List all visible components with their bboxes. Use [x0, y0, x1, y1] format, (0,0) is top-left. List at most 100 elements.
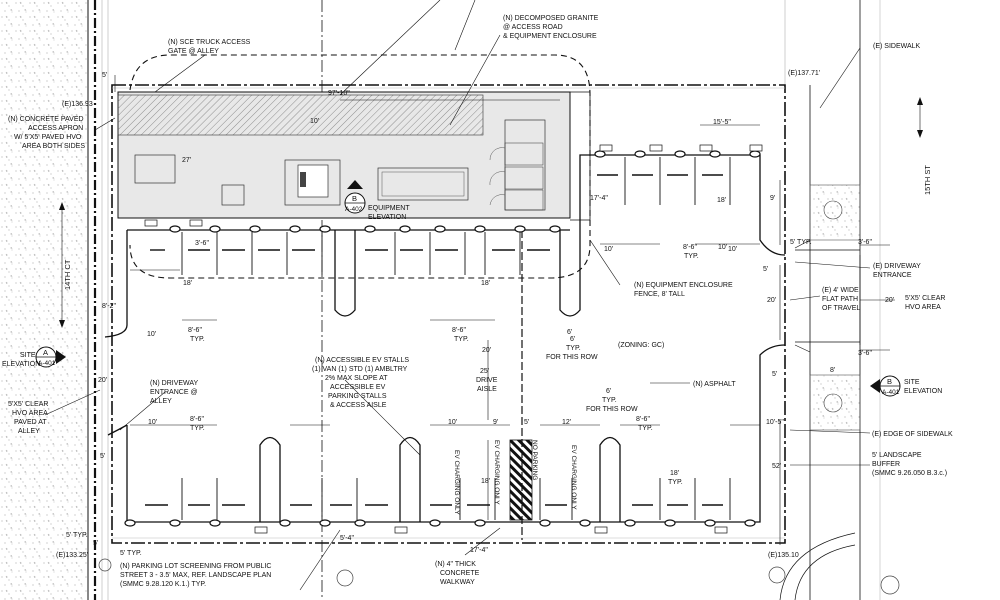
dim-5typ-c: 5' TYP.	[120, 550, 142, 557]
callout-sheet-b: A-401	[882, 389, 900, 396]
note-ev-2: (1) VAN (1) STD (1) AMBLTRY	[312, 366, 408, 373]
dim-typ-e: TYP.	[638, 425, 653, 432]
site-elevation-label-left: SITE	[20, 352, 36, 359]
note-granite-3: & EQUIPMENT ENCLOSURE	[503, 33, 597, 40]
dim-5-b: 5'	[763, 266, 768, 273]
dim-typ-c: TYP.	[454, 336, 469, 343]
note-sidewalk: (E) SIDEWALK	[873, 43, 921, 50]
note-hvo-left-1: 5'X5' CLEAR	[8, 401, 48, 408]
note-row1-2: TYP.	[566, 345, 581, 352]
annotations: (N) SCE TRUCK ACCESS GATE @ ALLEY (N) DE…	[8, 15, 953, 588]
note-zoning: (ZONING: GC)	[618, 342, 664, 349]
equipment-elevation-label-2: ELEVATION	[368, 214, 406, 221]
dim-8-6-d: 8'-6"	[190, 416, 204, 423]
dim-8-6-a: 8'-6"	[683, 244, 697, 251]
note-apron-3: W/ 5'X5' PAVED HVO	[14, 134, 82, 141]
note-hvo-left-2: HVO AREA	[12, 410, 48, 417]
street-sidewalk-lines	[779, 0, 881, 600]
callout-sheet-a: A-401	[38, 360, 56, 367]
note-hvo-right-2: HVO AREA	[905, 304, 941, 311]
equipment-elevation-label: EQUIPMENT	[368, 205, 410, 212]
street-14th: 14TH CT	[63, 259, 72, 290]
dim-12: 12'	[562, 419, 571, 426]
dim-10-f: 10'	[448, 419, 457, 426]
note-apron-2: ACCESS APRON	[28, 125, 83, 132]
dim-5-c: 5'	[772, 371, 777, 378]
note-granite-2: @ ACCESS ROAD	[503, 24, 563, 31]
dim-18-c: 18'	[481, 280, 490, 287]
note-flat-3: OF TRAVEL	[822, 305, 860, 312]
note-flat-2: FLAT PATH	[822, 296, 858, 303]
dim-3-6-b: 3'-6"	[858, 350, 872, 357]
note-screening-3: (SMMC 9.28.120 K.1.) TYP.	[120, 581, 206, 588]
dim-17-4-b: 17'-4"	[470, 547, 488, 554]
note-row1-1: 6'	[570, 336, 575, 343]
note-drive-aisle-3: AISLE	[477, 386, 497, 393]
dim-3-6-a: 3'-6"	[858, 239, 872, 246]
note-row2-1: 6'	[606, 388, 611, 395]
elev-sw: (E)133.25'	[56, 552, 88, 559]
note-hvo-left-4: ALLEY	[18, 428, 40, 435]
dim-20-d: 20'	[482, 347, 491, 354]
elev-ne: (E)137.71'	[788, 70, 820, 77]
dimension-labels: 5' 97'-10" 10' 27' 15'-5" 17'-4" 18' 9' …	[66, 72, 894, 557]
note-ev-5: PARKING STALLS	[328, 393, 387, 400]
dim-17-4: 17'-4"	[590, 195, 608, 202]
dim-typ-a: TYP.	[684, 253, 699, 260]
elev-se: (E)135.10	[768, 552, 799, 559]
dim-8-2: 8'-2"	[102, 303, 116, 310]
note-hvo-right-1: 5'X5' CLEAR	[905, 295, 945, 302]
street-direction-arrows	[59, 97, 923, 328]
dim-15-5: 15'-5"	[713, 119, 731, 126]
callout-letter-a: A	[43, 348, 48, 357]
note-ev-1: (N) ACCESSIBLE EV STALLS	[315, 357, 409, 364]
dim-typ-b: TYP.	[190, 336, 205, 343]
dim-20-a: 20'	[767, 297, 776, 304]
note-fence-1: (N) EQUIPMENT ENCLOSURE	[634, 282, 733, 289]
dim-10-c: 10'	[728, 246, 737, 253]
note-asphalt: (N) ASPHALT	[693, 381, 736, 388]
note-fence-2: FENCE, 8' TALL	[634, 291, 685, 298]
stall-label-no-parking: NO PARKING	[531, 440, 538, 480]
note-screening-2: STREET 3 - 3.5' MAX, REF. LANDSCAPE PLAN	[120, 572, 271, 579]
note-sce-gate-2: GATE @ ALLEY	[168, 48, 219, 55]
elev-nw: (E)136.93	[62, 101, 93, 108]
leader-lines	[44, 0, 895, 591]
note-drive-alley-1: (N) DRIVEWAY	[150, 380, 199, 387]
wheel-stops	[145, 174, 723, 506]
dim-5-e: 5'	[524, 419, 529, 426]
note-walkway-1: (N) 4" THICK	[435, 561, 476, 568]
site-elevation-label-right: SITE	[904, 379, 920, 386]
dim-5-f: 5'	[93, 540, 98, 547]
dim-6: 6'	[567, 329, 572, 336]
dim-18-e: 18'	[670, 470, 679, 477]
ev-chargers	[124, 150, 761, 527]
callout-letter-b: B	[887, 377, 892, 386]
note-ev-4: ACCESSIBLE EV	[330, 384, 386, 391]
access-aisle-striping	[509, 439, 533, 521]
stall-lines	[181, 157, 731, 520]
dim-10-d: 10'	[147, 331, 156, 338]
note-row2-3: FOR THIS ROW	[586, 406, 638, 413]
dim-10-top: 10'	[310, 118, 319, 125]
dim-18-d: 18'	[481, 478, 490, 485]
callout-letter: B	[352, 194, 357, 203]
stall-label-ev-3: EV CHARGING ONLY	[570, 445, 577, 510]
note-ev-3: 2% MAX SLOPE AT	[325, 375, 388, 382]
property-line	[111, 84, 786, 544]
note-sce-gate-1: (N) SCE TRUCK ACCESS	[168, 39, 251, 46]
dim-5-4: 5'-4"	[340, 535, 354, 542]
dim-20-c: 20'	[98, 377, 107, 384]
site-elevation-label-right-2: ELEVATION	[904, 388, 942, 395]
dim-9-b: 9'	[493, 419, 498, 426]
note-landscape-2: BUFFER	[872, 461, 900, 468]
dim-10-g: 10'	[718, 244, 727, 251]
note-granite-1: (N) DECOMPOSED GRANITE	[503, 15, 599, 22]
charger-boxes	[144, 144, 763, 534]
equipment-enclosure	[117, 91, 591, 221]
dim-typ-f: TYP.	[668, 479, 683, 486]
note-drive-e-2: ENTRANCE	[873, 272, 912, 279]
note-hvo-left-3: PAVED AT	[14, 419, 47, 426]
note-apron-1: (N) CONCRETE PAVED	[8, 116, 84, 123]
